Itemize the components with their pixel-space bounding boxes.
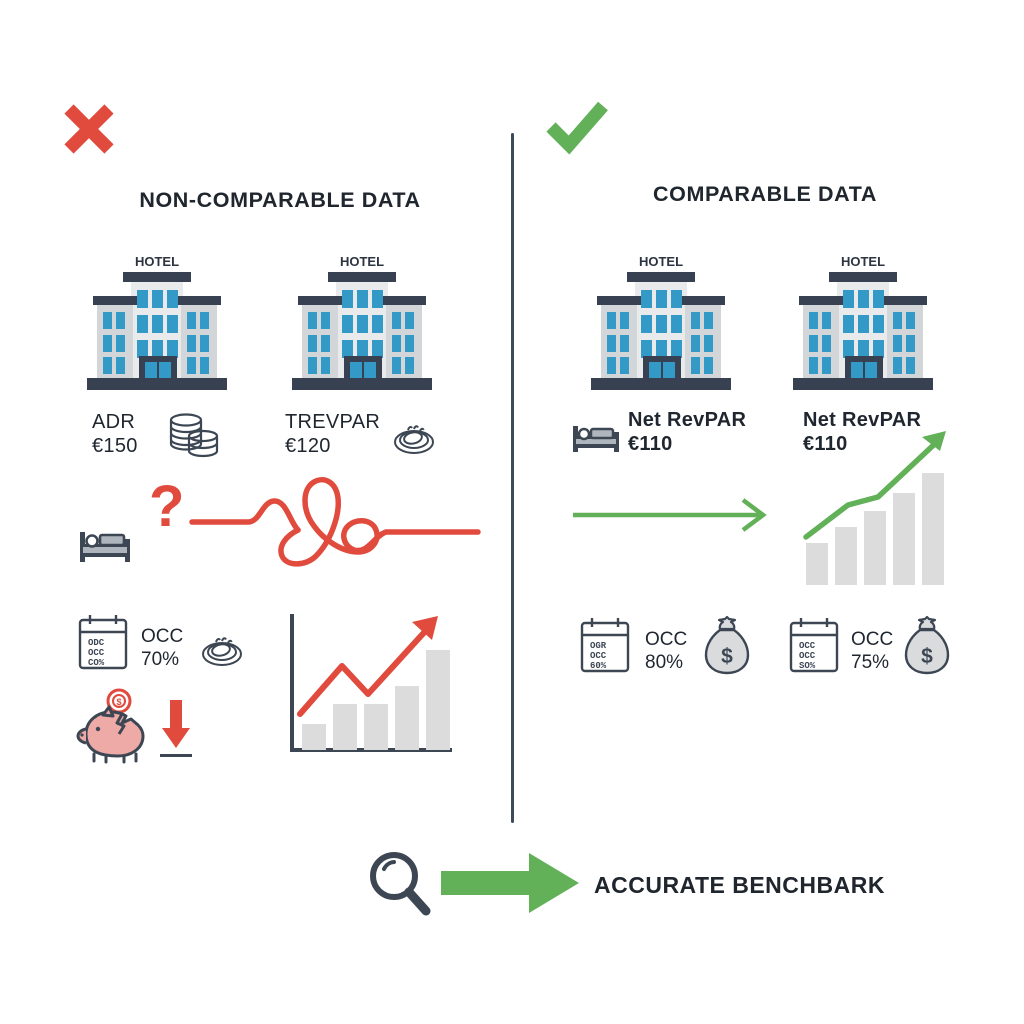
- red-down-arrow-icon: [158, 700, 194, 762]
- svg-text:CO%: CO%: [88, 658, 105, 668]
- coin-icon: $: [106, 688, 132, 714]
- money-bag-icon-b: $: [903, 615, 951, 675]
- metric-net-revpar-a-label: Net RevPAR: [628, 409, 747, 431]
- banner-label: ACCURATE BENCHBARK: [594, 872, 885, 898]
- svg-text:HOTEL: HOTEL: [340, 254, 384, 269]
- svg-text:HOTEL: HOTEL: [135, 254, 179, 269]
- red-cross-icon: [60, 100, 500, 158]
- left-panel-title: NON-COMPARABLE DATA: [139, 188, 421, 212]
- green-straight-arrow-icon: [573, 495, 773, 535]
- svg-text:60%: 60%: [590, 661, 607, 671]
- svg-text:OCC: OCC: [799, 641, 816, 651]
- left-misleading-chart: [280, 610, 460, 770]
- broken-piggy-bank-icon: $: [72, 688, 164, 764]
- hotel-icon-right-b: HOTEL: [789, 252, 937, 392]
- chart-bars: [302, 650, 450, 750]
- metric-adr-value: €150: [92, 435, 138, 458]
- occ-left-value: 70%: [141, 648, 180, 670]
- food-plate-icon-trevpar: [392, 418, 436, 458]
- occ-left: OCC 70%: [141, 626, 183, 672]
- occ-right-b-label: OCC: [851, 629, 894, 650]
- occ-right-a-label: OCC: [645, 629, 688, 650]
- svg-text:$: $: [721, 645, 733, 668]
- food-plate-icon-occ: [200, 630, 244, 670]
- coin-stack-icon: [165, 412, 223, 464]
- occ-right-b-value: 75%: [851, 651, 890, 673]
- metric-trevpar: TREVPAR €120: [285, 410, 380, 459]
- svg-text:?: ?: [149, 474, 184, 539]
- metric-net-revpar-b-label: Net RevPAR: [803, 409, 922, 431]
- chart-bars: [806, 473, 944, 585]
- svg-text:OCC: OCC: [88, 648, 105, 658]
- green-block-arrow-icon: [441, 851, 581, 915]
- svg-text:$: $: [921, 645, 933, 668]
- metric-adr: ADR €150: [92, 410, 138, 459]
- svg-text:HOTEL: HOTEL: [639, 254, 683, 269]
- hotel-icon-right-a: HOTEL: [587, 252, 735, 392]
- money-bag-icon-a: $: [703, 615, 751, 675]
- occ-right-a: OCC 80%: [645, 629, 687, 675]
- question-mark-icon: ?: [143, 474, 185, 540]
- metric-net-revpar-a-value: €110: [628, 433, 673, 456]
- tangled-line-icon: [189, 470, 481, 575]
- occ-right-a-value: 80%: [645, 651, 684, 673]
- bed-icon-left: [80, 530, 132, 564]
- panel-divider: [511, 133, 514, 823]
- metric-net-revpar-b: Net RevPAR €110: [803, 408, 921, 457]
- svg-text:$: $: [116, 697, 121, 707]
- right-growth-chart: [800, 425, 950, 585]
- right-panel-header: COMPARABLE DATA: [545, 100, 985, 207]
- metric-trevpar-label: TREVPAR: [285, 411, 381, 433]
- occ-right-b: OCC 75%: [851, 629, 893, 675]
- left-panel-header: NON-COMPARABLE DATA: [60, 100, 500, 213]
- bed-icon-right-a: [573, 424, 621, 454]
- svg-text:ODC: ODC: [88, 638, 105, 648]
- svg-text:HOTEL: HOTEL: [841, 254, 885, 269]
- metric-net-revpar-a: Net RevPAR €110: [628, 408, 746, 457]
- occ-left-label: OCC: [141, 626, 184, 647]
- svg-text:OCC: OCC: [799, 651, 816, 661]
- metric-adr-label: ADR: [92, 411, 136, 433]
- magnifier-icon: [366, 849, 432, 917]
- green-check-icon: [545, 100, 985, 155]
- svg-text:OGR: OGR: [590, 641, 607, 651]
- right-panel-title: COMPARABLE DATA: [653, 182, 877, 206]
- metric-net-revpar-b-value: €110: [803, 433, 848, 456]
- calendar-icon-left: ODC OCC CO%: [76, 614, 130, 672]
- hotel-icon-left-b: HOTEL: [288, 252, 436, 392]
- calendar-icon-right-a: OGR OCC 60%: [578, 617, 632, 675]
- metric-trevpar-value: €120: [285, 435, 331, 458]
- hotel-icon-left-a: HOTEL: [83, 252, 231, 392]
- calendar-icon-right-b: OCC OCC SO%: [787, 617, 841, 675]
- svg-text:OCC: OCC: [590, 651, 607, 661]
- svg-text:SO%: SO%: [799, 661, 816, 671]
